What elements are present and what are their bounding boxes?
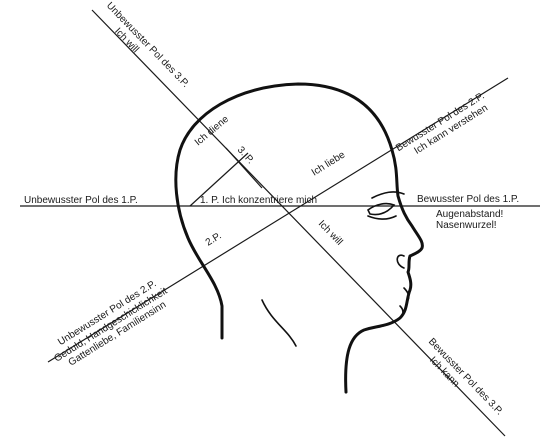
center-label: 1. P. Ich konzentriere mich — [200, 195, 317, 206]
pole2-unconscious-sub1: Geduld, Handgeschicklichkeit — [52, 286, 169, 365]
pole1-conscious-label: Bewusster Pol des 1.P. — [417, 194, 519, 205]
pole1-unconscious-label: Unbewusster Pol des 1.P. — [24, 195, 138, 206]
three-p-label: 3. P. — [235, 145, 256, 167]
ear-arc — [262, 300, 296, 346]
eye-outline — [368, 204, 394, 215]
eye-note-nasenwurzel: Nasenwurzel! — [436, 220, 497, 231]
eye-lower-lid — [368, 216, 396, 219]
pole3-unconscious-title: Unbewusster Pol des 3.P. — [104, 0, 191, 89]
ich-will-label: Ich will — [316, 218, 345, 247]
ich-liebe-label: Ich liebe — [310, 149, 348, 178]
nostril-curve — [397, 255, 404, 268]
two-p-label: 2.P. — [204, 230, 224, 248]
pole3-conscious-title: Bewusster Pol des 3.P. — [426, 336, 505, 417]
eye-note-augenabstand: Augenabstand! — [436, 209, 503, 220]
